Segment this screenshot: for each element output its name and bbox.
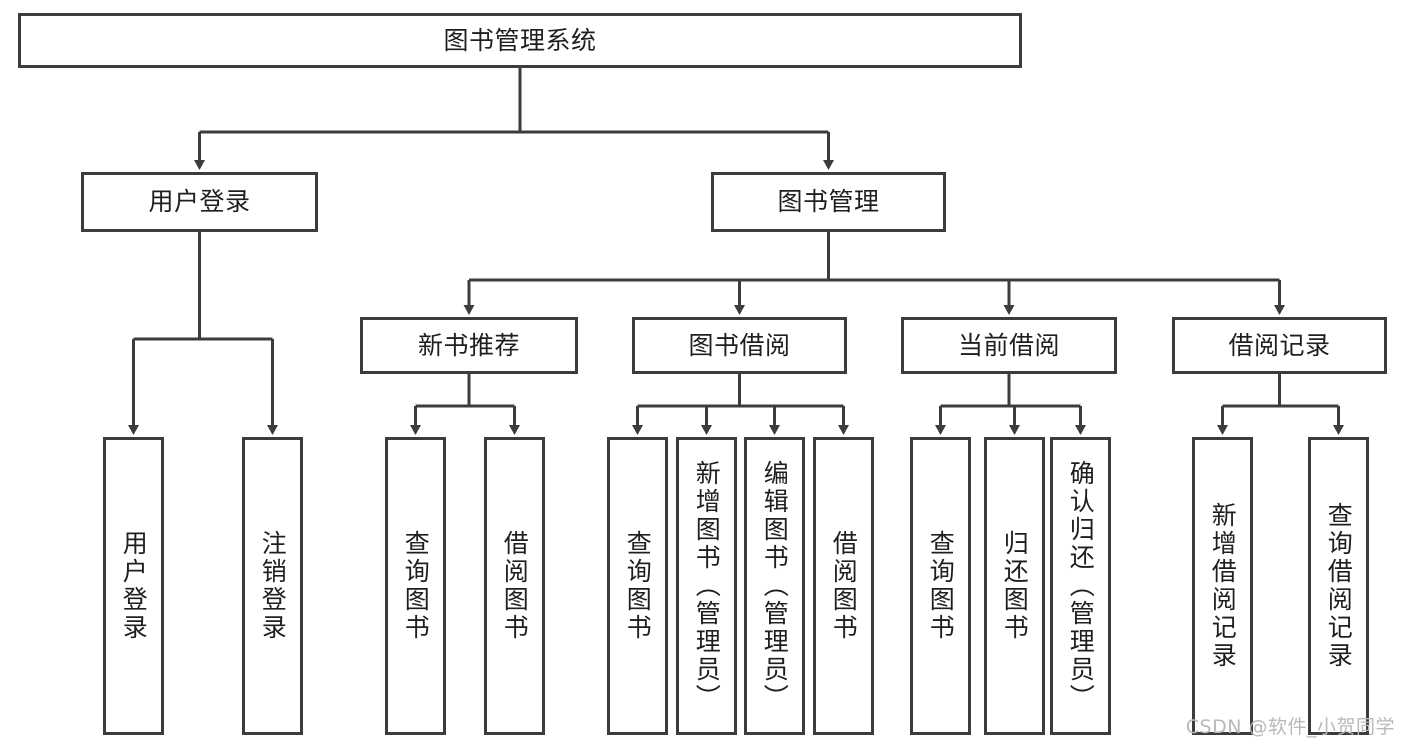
node-l_b2[interactable]: 借阅图书: [813, 437, 874, 735]
node-l_b1[interactable]: 借阅图书: [484, 437, 545, 735]
node-records[interactable]: 借阅记录: [1172, 317, 1387, 374]
node-borrow[interactable]: 图书借阅: [632, 317, 847, 374]
node-current[interactable]: 当前借阅: [901, 317, 1117, 374]
node-root[interactable]: 图书管理系统: [18, 13, 1022, 68]
node-l_add[interactable]: 新增图书（管理员）: [676, 437, 737, 735]
node-l_addrec[interactable]: 新增借阅记录: [1192, 437, 1253, 735]
node-bookmgmt[interactable]: 图书管理: [711, 172, 946, 232]
node-login[interactable]: 用户登录: [81, 172, 318, 232]
node-label: 图书借阅: [688, 330, 791, 360]
node-label: 查询图书: [401, 530, 431, 642]
node-label: 注销登录: [258, 530, 288, 642]
node-label: 新书推荐: [417, 330, 520, 360]
node-label: 用户登录: [119, 530, 149, 642]
node-label: 借阅图书: [500, 530, 530, 642]
node-l_login[interactable]: 用户登录: [103, 437, 164, 735]
node-label: 编辑图书（管理员）: [760, 460, 790, 712]
node-label: 归还图书: [1000, 530, 1030, 642]
node-label: 查询借阅记录: [1324, 502, 1354, 670]
node-label: 查询图书: [926, 530, 956, 642]
watermark-label: CSDN @软件_小贺同学: [1185, 716, 1395, 738]
node-label: 借阅图书: [829, 530, 859, 642]
node-l_q2[interactable]: 查询图书: [607, 437, 668, 735]
node-label: 图书管理: [777, 187, 880, 217]
node-label: 借阅记录: [1228, 330, 1331, 360]
node-l_qrec[interactable]: 查询借阅记录: [1308, 437, 1369, 735]
node-label: 确认归还（管理员）: [1066, 460, 1096, 712]
node-l_confirm[interactable]: 确认归还（管理员）: [1050, 437, 1111, 735]
node-label: 查询图书: [623, 530, 653, 642]
node-label: 图书管理系统: [443, 25, 597, 55]
node-l_logout[interactable]: 注销登录: [242, 437, 303, 735]
node-label: 新增图书（管理员）: [692, 460, 722, 712]
node-l_q3[interactable]: 查询图书: [910, 437, 971, 735]
node-l_return[interactable]: 归还图书: [984, 437, 1045, 735]
node-l_edit[interactable]: 编辑图书（管理员）: [744, 437, 805, 735]
node-label: 当前借阅: [957, 330, 1060, 360]
node-label: 新增借阅记录: [1208, 502, 1238, 670]
node-l_q1[interactable]: 查询图书: [385, 437, 446, 735]
node-label: 用户登录: [148, 187, 251, 217]
node-newbook[interactable]: 新书推荐: [360, 317, 578, 374]
